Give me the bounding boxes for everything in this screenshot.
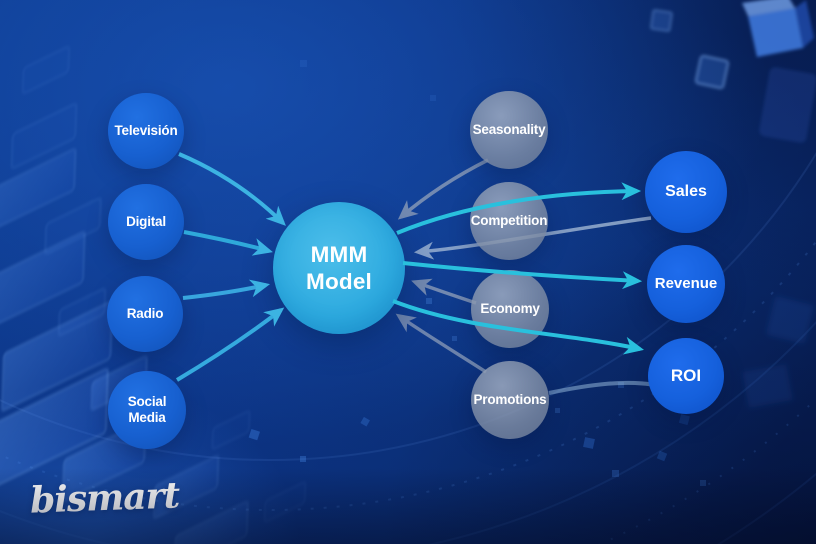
node-seasonality-label: Seasonality — [472, 121, 546, 137]
arrow-television-to-model — [178, 152, 286, 226]
node-television: Televisión — [108, 93, 184, 169]
arrow-model-to-sales — [396, 182, 642, 235]
node-radio-label: Radio — [126, 305, 164, 321]
arrow-radio-to-model — [182, 279, 270, 300]
node-digital-label: Digital — [126, 213, 166, 229]
node-revenue-label: Revenue — [654, 274, 718, 292]
cube-decoration-faint — [742, 296, 814, 408]
node-promotions-label: Promotions — [473, 391, 547, 407]
arrow-seasonality-to-model — [397, 158, 489, 220]
node-seasonality: Seasonality — [470, 91, 548, 169]
node-mmm-model: MMM Model — [273, 202, 405, 334]
cube-decoration — [650, 0, 816, 143]
node-economy-label: Economy — [480, 300, 540, 316]
node-sales-label: Sales — [665, 183, 707, 201]
arrow-economy-to-model — [411, 278, 477, 305]
node-roi-label: ROI — [670, 365, 702, 385]
node-promotions: Promotions — [471, 361, 549, 439]
arrow-digital-to-model — [183, 230, 273, 256]
node-television-label: Televisión — [114, 122, 178, 138]
node-radio: Radio — [107, 276, 183, 352]
pixel-squares-decoration — [248, 60, 706, 486]
node-roi: ROI — [648, 338, 724, 414]
node-economy: Economy — [471, 270, 549, 348]
node-social-media-label: Social Media — [127, 393, 167, 425]
node-revenue: Revenue — [647, 245, 725, 323]
arrow-promotions-to-roi — [548, 380, 657, 395]
arrow-model-to-roi — [392, 299, 644, 355]
arrow-promotions-to-model — [395, 313, 487, 374]
node-competition-label: Competition — [470, 212, 548, 228]
node-mmm-model-label: MMM Model — [306, 242, 372, 294]
node-sales: Sales — [645, 151, 727, 233]
node-digital: Digital — [108, 184, 184, 260]
arrow-social-media-to-model — [175, 307, 285, 382]
node-social-media: Social Media — [108, 371, 186, 449]
arrow-model-to-revenue — [402, 261, 643, 290]
bismart-logo: bismart — [29, 474, 180, 522]
node-competition: Competition — [470, 182, 548, 260]
